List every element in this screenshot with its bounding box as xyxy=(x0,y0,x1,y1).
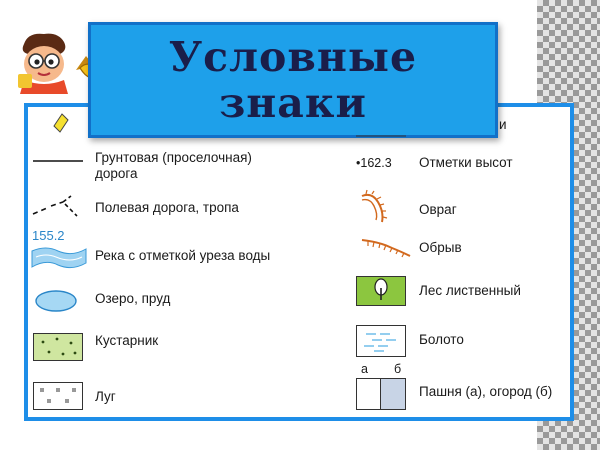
dirt-road-symbol xyxy=(33,160,83,162)
yellow-diamond-icon xyxy=(53,113,69,133)
lake-symbol xyxy=(35,290,77,312)
field-road-symbol xyxy=(32,195,78,217)
dirt-road-label: Грунтовая (проселочная) дорога xyxy=(95,150,252,181)
lake-label: Озеро, пруд xyxy=(95,291,171,306)
teacher-owl-mascot-icon xyxy=(18,33,101,94)
shrub-symbol xyxy=(33,333,83,361)
field-garden-label: Пашня (а), огород (б) xyxy=(419,384,553,399)
field-road-label: Полевая дорога, тропа xyxy=(95,200,239,215)
partial-hidden-label: и xyxy=(499,117,507,132)
shrub-label: Кустарник xyxy=(95,333,159,348)
height-mark-label: Отметки высот xyxy=(419,155,513,170)
cliff-label: Обрыв xyxy=(419,240,462,255)
swamp-symbol xyxy=(356,325,406,357)
height-mark-value: •162.3 xyxy=(356,156,392,170)
partial-hidden-symbol xyxy=(356,135,406,137)
cliff-symbol xyxy=(361,239,411,258)
legend-frame xyxy=(24,103,574,421)
deciduous-forest-symbol xyxy=(356,276,406,306)
river-elevation-value: 155.2 xyxy=(32,228,65,243)
title-banner: Условные знаки xyxy=(88,22,498,138)
field-b-label: б xyxy=(394,362,402,376)
field-a-label: а xyxy=(361,362,368,376)
deciduous-forest-label: Лес лиственный xyxy=(419,283,521,298)
river-symbol xyxy=(31,247,87,269)
river-label: Река с отметкой уреза воды xyxy=(95,248,271,263)
ravine-symbol xyxy=(361,189,388,223)
swamp-label: Болото xyxy=(419,332,464,347)
title-line-2: знаки xyxy=(219,79,367,127)
ravine-label: Овраг xyxy=(419,202,457,217)
field-garden-symbol xyxy=(356,378,406,410)
meadow-label: Луг xyxy=(95,389,116,404)
meadow-symbol xyxy=(33,382,83,410)
title-line-1: Условные xyxy=(168,33,418,81)
